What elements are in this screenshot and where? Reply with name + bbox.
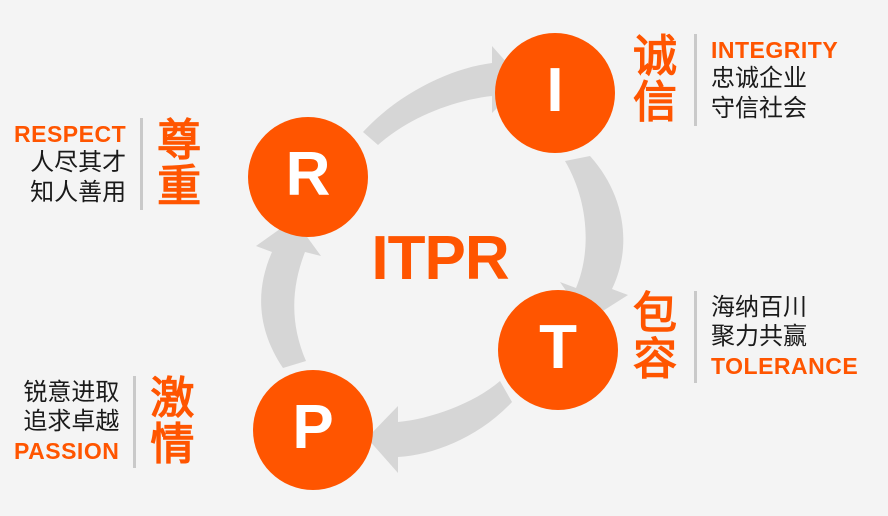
- respect-description: RESPECT 人尽其才 知人善用: [14, 120, 126, 208]
- value-block-respect: RESPECT 人尽其才 知人善用 尊 重: [14, 118, 201, 210]
- passion-slogan-line2: 追求卓越: [23, 407, 120, 436]
- respect-chinese-title: 尊 重: [157, 118, 201, 210]
- node-letter-t: T: [539, 313, 577, 382]
- integrity-slogan-line1: 忠诚企业: [711, 64, 807, 93]
- passion-chinese-char-1: 激: [150, 373, 195, 424]
- passion-english-label: PASSION: [14, 438, 120, 465]
- tolerance-slogan-line2: 聚力共赢: [711, 322, 807, 351]
- arrow-t-to-p: [367, 381, 512, 473]
- value-block-passion: 锐意进取 追求卓越 PASSION 激 情: [14, 376, 194, 468]
- respect-chinese-char-2: 重: [157, 160, 202, 212]
- tolerance-description: 海纳百川 聚力共赢 TOLERANCE: [711, 293, 858, 381]
- arrow-r-to-i: [363, 46, 524, 145]
- passion-slogan-line1: 锐意进取: [23, 377, 120, 406]
- tolerance-chinese-title: 包 容: [630, 291, 680, 383]
- passion-description: 锐意进取 追求卓越 PASSION: [14, 378, 119, 466]
- node-circle-passion[interactable]: P: [253, 370, 373, 490]
- integrity-chinese-char-2: 信: [633, 76, 677, 128]
- arrow-i-to-t: [560, 156, 628, 321]
- integrity-divider: [694, 34, 697, 126]
- integrity-chinese-title: 诚 信: [630, 34, 680, 126]
- tolerance-chinese-char-1: 包: [633, 288, 677, 339]
- value-block-integrity: 诚 信 INTEGRITY 忠诚企业 守信社会: [630, 34, 838, 126]
- integrity-description: INTEGRITY 忠诚企业 守信社会: [711, 36, 838, 124]
- node-letter-p: P: [292, 393, 334, 462]
- integrity-slogan-line2: 守信社会: [711, 94, 807, 123]
- node-circle-integrity[interactable]: I: [495, 33, 615, 153]
- integrity-chinese-char-1: 诚: [633, 31, 677, 82]
- passion-chinese-title: 激 情: [150, 376, 194, 468]
- arrow-p-to-r: [256, 219, 321, 368]
- tolerance-slogan-line1: 海纳百川: [711, 292, 807, 321]
- integrity-english-label: INTEGRITY: [711, 36, 839, 63]
- passion-chinese-char-2: 情: [150, 418, 195, 470]
- center-acronym: ITPR: [371, 224, 509, 293]
- respect-slogan-line1: 人尽其才: [30, 148, 127, 177]
- value-block-tolerance: 包 容 海纳百川 聚力共赢 TOLERANCE: [630, 291, 858, 383]
- tolerance-divider: [694, 291, 697, 383]
- node-letter-r: R: [285, 140, 331, 209]
- respect-divider: [140, 118, 144, 210]
- passion-divider: [133, 376, 137, 468]
- respect-slogan-line2: 知人善用: [30, 178, 127, 207]
- node-letter-i: I: [546, 56, 564, 125]
- respect-chinese-char-1: 尊: [157, 115, 202, 166]
- node-circle-respect[interactable]: R: [248, 117, 368, 237]
- node-circle-tolerance[interactable]: T: [498, 290, 618, 410]
- respect-english-label: RESPECT: [14, 120, 127, 147]
- tolerance-chinese-char-2: 容: [633, 333, 677, 385]
- tolerance-english-label: TOLERANCE: [711, 353, 859, 380]
